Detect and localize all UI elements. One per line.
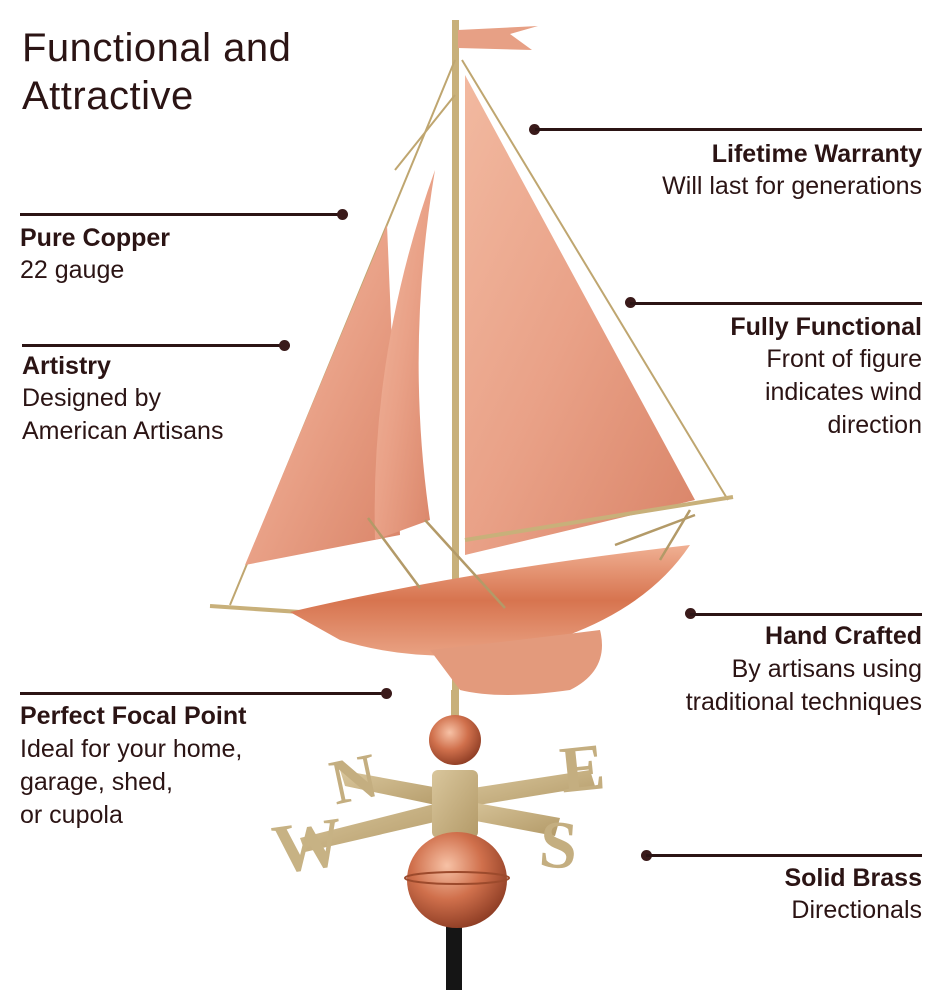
callout-desc: garage, shed,: [20, 768, 173, 796]
keel: [430, 630, 602, 695]
callout-line: [535, 128, 922, 131]
callout-desc: Will last for generations: [662, 172, 922, 200]
hull: [290, 545, 690, 656]
callout-dot: [337, 209, 348, 220]
callout-line: [630, 302, 922, 305]
sail-supports: [366, 509, 696, 609]
callout-heading: Fully Functional: [730, 313, 922, 341]
upper-finial-ball: [429, 715, 481, 765]
callout-line: [22, 344, 284, 347]
compass-letter-s: S: [537, 805, 580, 883]
callout-desc: Directionals: [791, 896, 922, 924]
callout-line: [20, 692, 386, 695]
callout-desc: traditional techniques: [685, 688, 922, 716]
title-line-2: Attractive: [22, 74, 194, 118]
callout-desc: indicates wind: [764, 378, 922, 406]
callout-heading: Hand Crafted: [765, 622, 922, 650]
callout-dot: [529, 124, 540, 135]
finial-seam: [404, 871, 510, 885]
mounting-rod: [446, 920, 462, 990]
callout-line: [646, 854, 922, 857]
compass-letter-w: W: [268, 803, 348, 889]
callout-desc: American Artisans: [22, 417, 224, 445]
callout-dot: [381, 688, 392, 699]
lower-finial-ball: [407, 832, 507, 928]
callout-desc: Ideal for your home,: [20, 735, 243, 763]
callout-heading: Perfect Focal Point: [20, 702, 247, 730]
pennant-flag: [458, 26, 538, 50]
callout-desc: Front of figure: [766, 345, 922, 373]
callout-desc: Designed by: [22, 384, 161, 412]
callout-desc: direction: [827, 411, 923, 439]
callout-desc: By artisans using: [731, 655, 922, 683]
staysail: [374, 170, 435, 540]
callout-desc: 22 gauge: [20, 256, 125, 284]
lower-rod: [451, 690, 459, 720]
directional-arms: [300, 770, 595, 852]
title-line-1: Functional and: [22, 26, 292, 70]
callout-heading: Artistry: [22, 352, 111, 380]
callout-desc: or cupola: [20, 801, 123, 829]
callout-dot: [279, 340, 290, 351]
callout-heading: Lifetime Warranty: [711, 140, 922, 168]
compass-letter-e: E: [557, 730, 608, 807]
callout-line: [690, 613, 922, 616]
callout-heading: Solid Brass: [784, 864, 922, 892]
jib-sail: [245, 225, 400, 565]
main-sail: [465, 75, 695, 555]
callout-heading: Pure Copper: [20, 224, 171, 252]
callout-line: [20, 213, 342, 216]
page-title: Functional and Attractive: [22, 24, 291, 120]
mast: [452, 20, 459, 700]
boom: [464, 495, 734, 542]
